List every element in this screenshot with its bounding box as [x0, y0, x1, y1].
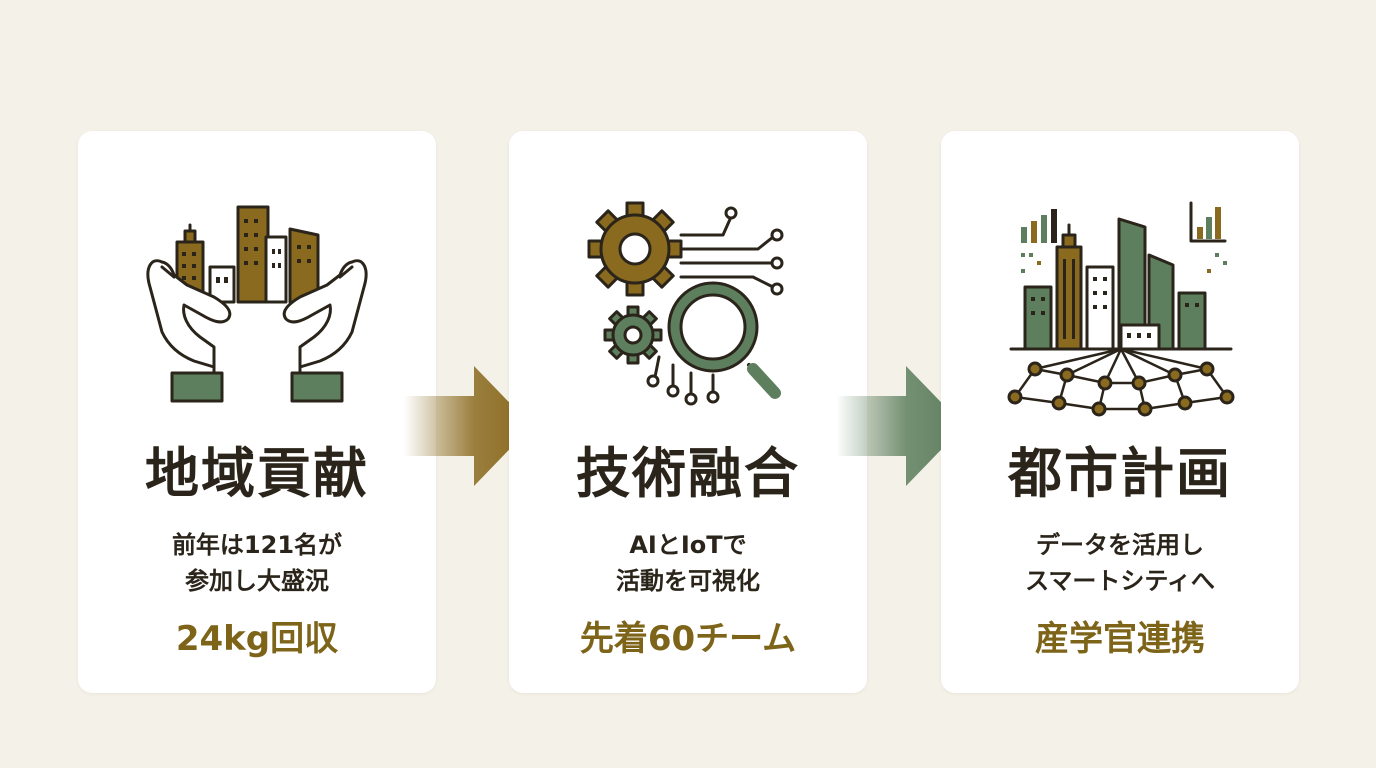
- card-title: 都市計画: [1008, 441, 1232, 505]
- card-community-contribution: 地域貢献 前年は121名が 参加し大盛況 24kg回収: [78, 131, 436, 693]
- card-highlight: 産学官連携: [1035, 619, 1205, 659]
- arrow-right-icon: [836, 366, 964, 486]
- card-technology-fusion: 技術融合 AIとIoTで 活動を可視化 先着60チーム: [509, 131, 867, 693]
- card-highlight: 先着60チーム: [579, 619, 797, 659]
- arrow-right-icon: [404, 366, 532, 486]
- card-title: 地域貢献: [145, 441, 369, 505]
- gears-circuit-magnifier-icon: [563, 197, 813, 417]
- card-description: データを活用し スマートシティへ: [1025, 531, 1215, 595]
- card-title: 技術融合: [576, 441, 800, 505]
- card-description: AIとIoTで 活動を可視化: [616, 531, 760, 595]
- card-highlight: 24kg回収: [175, 619, 339, 659]
- hands-holding-city-icon: [132, 197, 382, 417]
- smart-city-network-icon: [995, 197, 1245, 417]
- card-urban-planning: 都市計画 データを活用し スマートシティへ 産学官連携: [941, 131, 1299, 693]
- card-description: 前年は121名が 参加し大盛況: [171, 531, 343, 595]
